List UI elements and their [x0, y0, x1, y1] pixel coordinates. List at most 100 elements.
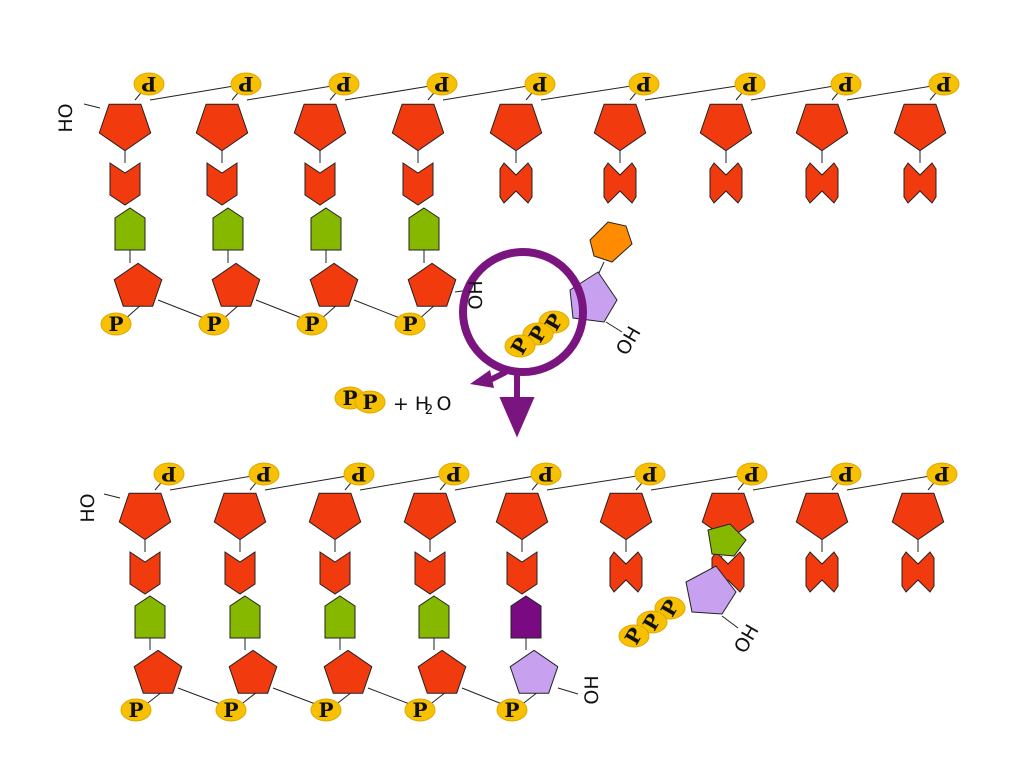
phosphate-label: P: [934, 462, 949, 486]
sugar-bottom-7: [795, 492, 849, 541]
phosphate-bottom-7: [830, 462, 862, 486]
sugar-top-8: [893, 103, 947, 152]
pair-phosphate-bottom-2: [310, 698, 342, 722]
pair-sugar-bottom-1: [228, 649, 278, 694]
phosphate-top-4: [524, 72, 556, 96]
reaction-site-circle: [459, 248, 587, 376]
backbone-bond: [752, 473, 847, 491]
backbone-bond: [644, 83, 751, 101]
equation-plus-h: + H: [393, 393, 429, 415]
base-top-4: [499, 162, 533, 204]
next-phosphate-2: [636, 610, 668, 634]
base-bottom-8: [901, 551, 935, 593]
hydroxyl-incoming-3prime: OH: [465, 280, 487, 309]
sugar-bottom-8: [891, 492, 945, 541]
pair-phosphate-bottom-0: [120, 698, 152, 722]
pair-sugar-bottom-3: [417, 649, 467, 694]
phosphate-label: P: [538, 462, 553, 486]
branch-arrowhead-icon: [470, 370, 494, 388]
hydroxyl-bottom-left: HO: [77, 493, 99, 522]
pair-sugar-bottom-2: [323, 649, 373, 694]
pyrophosphate-2: [354, 390, 386, 414]
sugar-bottom-4: [495, 492, 549, 541]
base-top-7: [805, 162, 839, 204]
base-top-0: [109, 162, 141, 206]
phosphate-top-5: [628, 72, 660, 96]
phosphate-top-3: [426, 72, 458, 96]
equation-oxygen: O: [437, 393, 452, 415]
phosphate-label: P: [351, 462, 366, 486]
phosphate-label: P: [304, 312, 319, 336]
backbone-bond: [454, 473, 547, 491]
base-bottom-7: [805, 551, 839, 593]
backbone-bond: [846, 473, 943, 491]
phosphate-bottom-5: [634, 462, 666, 486]
phosphate-label: P: [402, 312, 417, 336]
next-phosphate-3: [618, 624, 650, 648]
phosphate-bottom-8: [926, 462, 958, 486]
base-bottom-2: [319, 551, 351, 595]
phosphate-label: P: [223, 698, 238, 722]
phosphate-label: P: [362, 390, 377, 414]
sugar-bottom-5: [599, 492, 653, 541]
backbone-bond: [650, 473, 753, 491]
phosphate-label: P: [936, 72, 951, 96]
pair-phosphate-top-1: [198, 312, 230, 336]
phosphate-bottom-4: [530, 462, 562, 486]
pair-sugar-top-0: [113, 262, 163, 307]
pair-base-top-2: [310, 207, 342, 251]
hydroxyl-bond: [605, 321, 623, 333]
sugar-top-7: [795, 103, 849, 152]
phosphate-bottom-2: [343, 462, 375, 486]
phosphate-top-1: [230, 72, 262, 96]
pair-base-top-1: [212, 207, 244, 251]
base-bottom-3: [414, 551, 446, 595]
phosphate-label: P: [128, 698, 143, 722]
base-bottom-1: [224, 551, 256, 595]
phosphate-label: P: [336, 72, 351, 96]
down-arrow-icon: [499, 372, 535, 438]
backbone-bond: [359, 473, 455, 491]
next-incoming-base: [707, 523, 747, 557]
backbone-bond: [246, 83, 345, 101]
sugar-top-2: [293, 103, 347, 152]
pair-phosphate-top-3: [394, 312, 426, 336]
pair-sugar-top-3: [407, 262, 457, 307]
hydroxyl-bond: [83, 103, 101, 109]
backbone-bond: [750, 83, 847, 101]
hydroxyl-incoming: OH: [612, 323, 646, 359]
sugar-bottom-1: [213, 492, 267, 541]
pair-base-bottom-0: [134, 595, 166, 639]
phosphate-bottom-6: [736, 462, 768, 486]
pair-base-bottom-3: [418, 595, 450, 639]
sugar-top-3: [391, 103, 445, 152]
pair-base-bottom-1: [229, 595, 261, 639]
phosphate-label: P: [636, 72, 651, 96]
phosphate-label: P: [256, 462, 271, 486]
sugar-bottom-3: [403, 492, 457, 541]
pair-phosphate-top-2: [296, 312, 328, 336]
phosphate-label: P: [434, 72, 449, 96]
next-phosphate-1: [654, 596, 686, 620]
hydroxyl-bond: [721, 615, 739, 629]
backbone-bond: [442, 83, 541, 101]
phosphate-label: P: [108, 312, 123, 336]
sugar-top-0: [98, 103, 152, 152]
pair-sugar-bottom-0: [133, 649, 183, 694]
base-top-6: [709, 162, 743, 204]
hydroxyl-new-3prime: OH: [581, 675, 603, 704]
sugar-top-5: [593, 103, 647, 152]
base-top-5: [603, 162, 637, 204]
base-top-3: [402, 162, 434, 206]
equation-subscript: 2: [425, 403, 433, 418]
base-top-2: [304, 162, 336, 206]
pair-phosphate-bottom-4: [496, 698, 528, 722]
pair-phosphate-top-0: [100, 312, 132, 336]
pair-base-top-0: [114, 207, 146, 251]
phosphate-label: P: [141, 72, 156, 96]
sugar-bottom-2: [308, 492, 362, 541]
phosphate-label: P: [238, 72, 253, 96]
backbone-bond: [169, 473, 265, 491]
phosphate-bottom-1: [248, 462, 280, 486]
